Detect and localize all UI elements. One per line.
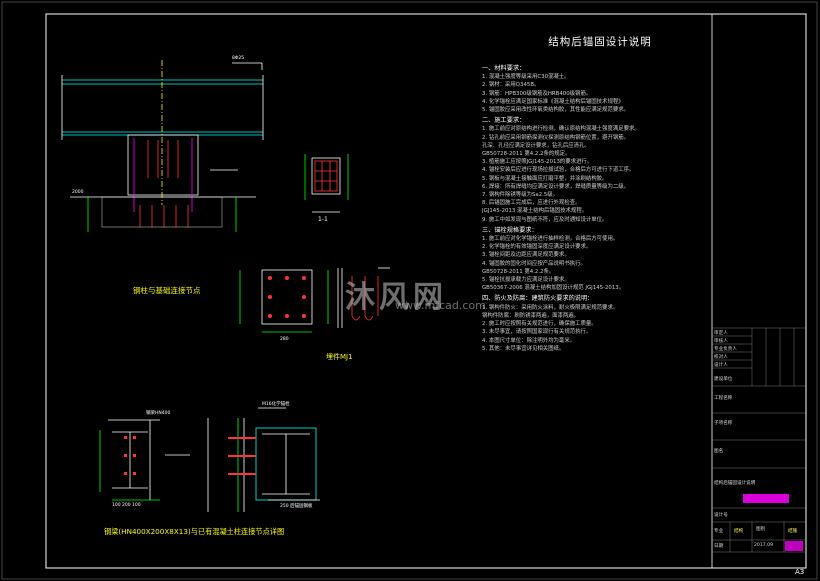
notes-item: GB50728-2011 第4.2.2条的规定。 — [482, 151, 571, 158]
notes-item: 9. 施工中如发现与图纸不符，应及时通知设计单位。 — [482, 216, 608, 223]
dim-280: 280 — [280, 337, 289, 342]
notes-item: 5. 钢板与混凝土接触面应打磨平整，并涂刷结构胶。 — [482, 175, 608, 182]
notes-item: 3. 锚栓间距及边距应满足规范要求。 — [482, 252, 570, 259]
notes-item: JGJ145-2013 混凝土结构后锚固技术规程。 — [482, 208, 588, 215]
notes-section-1-heading: 一、材料要求： — [482, 65, 526, 72]
titleblock-grid — [712, 327, 806, 553]
column-elevation — [61, 60, 264, 232]
titleblock-row: 设计号 — [714, 513, 728, 518]
notes-item: 7. 钢构件除锈等级为Sa2.5级。 — [482, 192, 559, 199]
watermark-logo: 沐风网 — [345, 280, 447, 315]
caption-hbeam-node: 钢梁(HN400X200X8X13)与已有混凝土柱连接节点详图 — [104, 527, 285, 536]
h-beam-section — [99, 419, 190, 501]
notes-item: 2. 钢材：采用Q345B。 — [482, 82, 540, 89]
dim-node-bot: 250 后锚固钢板 — [280, 504, 313, 509]
notes-item: 4. 化学锚栓应满足国家标准《混凝土结构后锚固技术规程》 — [482, 98, 624, 105]
notes-item: 4. 锚固胶的固化时间应按产品说明书执行。 — [482, 260, 586, 267]
titleblock-row: 建设单位 — [714, 377, 733, 382]
titleblock-row: 专业负责人 — [714, 347, 737, 352]
notes-item: 5. 锚固胶应采用改性环氧类结构胶，其性能应满足规范要求。 — [482, 107, 630, 114]
titleblock-row: 日期 — [714, 544, 724, 549]
notes-item: 3. 植筋施工应按照JGJ145-2013的要求进行。 — [482, 159, 593, 166]
embed-plate-elevation — [337, 267, 390, 328]
notes-item: GB50728-2011 第4.2.2条。 — [482, 268, 555, 275]
stamp-box — [743, 494, 789, 503]
notes-item: 钢构件防腐：刷防锈漆两遍，面漆两遍。 — [482, 312, 580, 319]
notes-item: 1. 钢构件防火：采用防火涂料，耐火极限满足规范要求。 — [482, 304, 619, 311]
caption-column-node: 钢柱与基础连接节点 — [133, 286, 201, 295]
notes-item: 1. 施工前应对化学锚栓进行抽样检测，合格后方可使用。 — [482, 236, 619, 243]
dim-hb-bot: 100 200 100 — [112, 503, 141, 508]
watermark-url: www.mfcad.com — [395, 299, 486, 312]
titleblock-row: 专业 — [714, 529, 724, 534]
notes-item: 6. 焊接：所有焊缝均应满足设计要求，焊缝质量等级为二级。 — [482, 183, 630, 190]
titleblock-cell: 结构 — [734, 529, 744, 534]
notes-item: 3. 未尽事宜，请按照国家现行有关规范执行。 — [482, 329, 592, 336]
titleblock-row: 设计人 — [714, 363, 728, 368]
notes-item: 4. 锚栓安装后应进行现场拉拔试验，合格后方可进行下道工序。 — [482, 167, 635, 174]
notes-section-2-heading: 二、施工要求： — [482, 117, 526, 125]
notes-section-4-heading: 四、防火及防腐：建筑防火要求的说明： — [482, 295, 594, 303]
notes-item: GB50367-2006 混凝土结构加固设计规范 JGJ145-2013。 — [482, 285, 625, 292]
titleblock-row: 结构后锚固设计说明 — [714, 481, 756, 486]
titleblock-row: 子项名称 — [714, 421, 733, 426]
titleblock-cell: 结施 — [788, 529, 798, 534]
notes-item: 2. 施工时应按照有关规范进行，确保施工质量。 — [482, 321, 597, 328]
dim-bar: 8Φ25 — [232, 56, 245, 61]
notes-item: 2. 化学锚栓的有效锚固深度应满足设计要求。 — [482, 244, 592, 251]
embed-plate-plan — [239, 269, 329, 333]
dim-2000: 2000 — [72, 190, 84, 195]
drawing-no-box — [785, 541, 803, 551]
notes-item: 8. 后锚固施工完成后，应进行外观检查。 — [482, 200, 581, 207]
titleblock-cell: 2017.09 — [754, 543, 773, 548]
caption-embed-plate: 埋件MJ1 — [326, 353, 353, 361]
notes-item: 3. 钢筋：HPB300级钢筋及HRB400级钢筋。 — [482, 90, 592, 97]
sheet-size: A3 — [795, 568, 805, 576]
section-1-1 — [304, 154, 349, 213]
h-beam-welds — [124, 436, 136, 475]
dim-node-top: M16化学锚栓 — [262, 402, 290, 407]
dim-hb-top: 钢梁HN400 — [146, 411, 171, 416]
anchor-bolts — [268, 276, 306, 318]
design-notes: 结构后锚固设计说明 一、材料要求： 1. 混凝土强度等级采用C30混凝土。 2.… — [482, 36, 707, 353]
titleblock-cell: 图别 — [756, 527, 766, 532]
titleblock-row: 审定人 — [714, 331, 728, 336]
titleblock-row: 工程名称 — [714, 396, 733, 401]
notes-title: 结构后锚固设计说明 — [548, 36, 652, 48]
titleblock-row: 校对人 — [714, 355, 728, 360]
titleblock-row: 图名 — [714, 449, 724, 454]
notes-item: 1. 施工前应对原结构进行检测，确认原结构混凝土强度满足要求。 — [482, 126, 640, 133]
notes-section-3-heading: 三、锚栓规格要求： — [482, 226, 538, 234]
notes-item: 1. 混凝土强度等级采用C30混凝土。 — [482, 74, 570, 81]
inner-border — [45, 13, 807, 569]
notes-item: 5. 锚栓抗拔承载力应满足设计要求。 — [482, 277, 570, 284]
notes-item: 4. 本图尺寸单位：除注明外均为毫米。 — [482, 337, 576, 344]
notes-item: 孔深、孔径应满足设计要求，钻孔后应清孔。 — [482, 142, 590, 149]
titleblock-row: 审核人 — [714, 339, 728, 344]
notes-item: 5. 其他：未尽事宜详见相关图纸。 — [482, 345, 565, 352]
notes-item: 2. 钻孔前应采用钢筋探测仪探测原结构钢筋位置，避开钢筋。 — [482, 134, 630, 141]
caption-section-1-1: 1-1 — [318, 216, 328, 223]
connection-node — [207, 407, 320, 512]
